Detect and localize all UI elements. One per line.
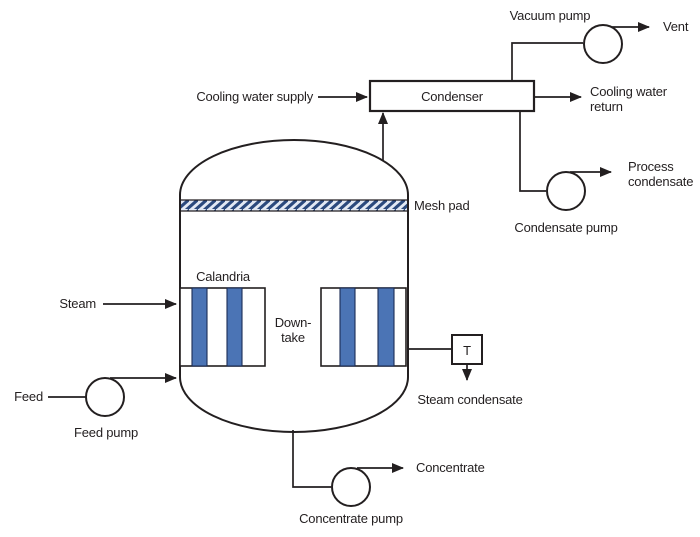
downtake-label-line2: take xyxy=(281,330,305,345)
calandria-tube xyxy=(339,287,356,367)
condensate-pump-label: Condensate pump xyxy=(514,220,617,235)
calandria-tube xyxy=(226,287,243,367)
evaporator-vessel xyxy=(179,139,409,433)
condensate-pump-symbol xyxy=(546,171,586,211)
feed-label: Feed xyxy=(14,389,43,404)
condenser-box xyxy=(368,79,536,113)
condenser-label: Condenser xyxy=(421,89,484,104)
concentrate-pump-symbol xyxy=(331,467,371,507)
mesh-pad-border xyxy=(181,199,407,212)
vacuum-pump-label: Vacuum pump xyxy=(510,8,591,23)
cooling-water-return-label-line2: return xyxy=(590,99,623,114)
feed-pump-symbol xyxy=(85,377,125,417)
steam-condensate-label: Steam condensate xyxy=(417,392,522,407)
temperature-sensor-label: T xyxy=(463,343,471,358)
vacuum-suction-line xyxy=(511,42,583,81)
concentrate-outlet-line xyxy=(292,430,331,488)
downtake-label-line1: Down- xyxy=(275,315,312,330)
process-condensate-label-line2: condensate xyxy=(628,174,693,189)
concentrate-label: Concentrate xyxy=(416,460,485,475)
calandria-label: Calandria xyxy=(196,269,251,284)
concentrate-pump-label: Concentrate pump xyxy=(299,511,403,526)
process-condensate-label-line1: Process xyxy=(628,159,674,174)
calandria-tube xyxy=(191,287,208,367)
cooling-water-return-label-line1: Cooling water xyxy=(590,84,668,99)
feed-pump-label: Feed pump xyxy=(74,425,138,440)
cooling-water-supply-label: Cooling water supply xyxy=(196,89,313,104)
vent-label: Vent xyxy=(663,19,689,34)
vacuum-pump-symbol xyxy=(583,24,623,64)
calandria-tube xyxy=(377,287,395,367)
mesh-pad xyxy=(181,200,407,211)
mesh-pad-label: Mesh pad xyxy=(414,198,470,213)
steam-label: Steam xyxy=(59,296,96,311)
condensate-drop-line xyxy=(519,111,546,192)
